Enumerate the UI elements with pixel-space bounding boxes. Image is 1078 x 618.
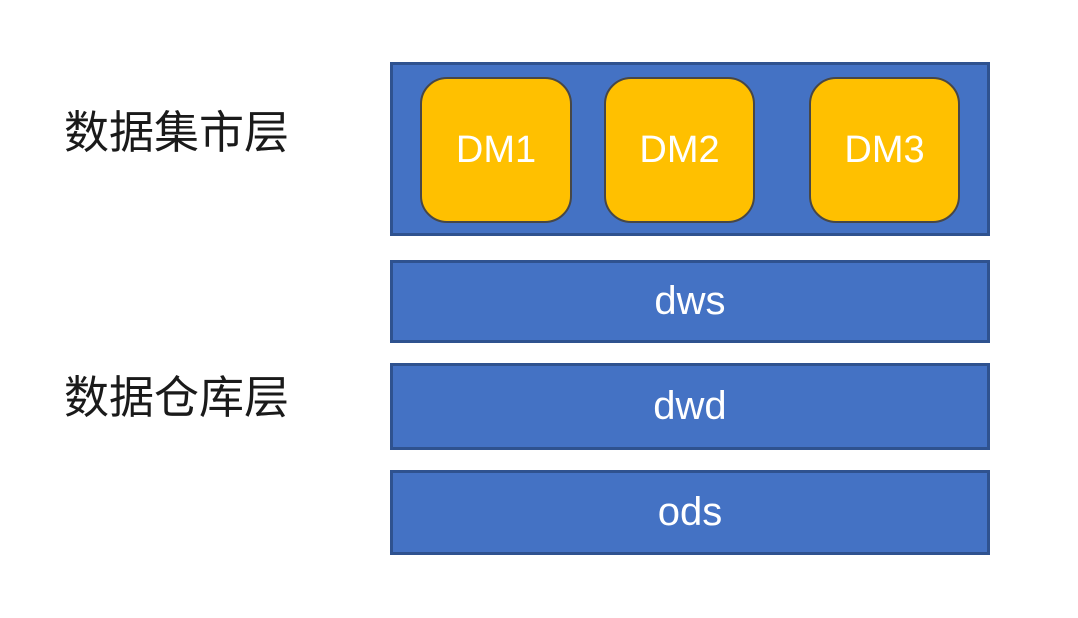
dws-layer-bar: dws [390, 260, 990, 343]
dm3-box: DM3 [809, 77, 960, 223]
dm2-box: DM2 [604, 77, 755, 223]
data-mart-layer-label: 数据集市层 [64, 107, 290, 158]
ods-layer-bar: ods [390, 470, 990, 555]
data-mart-band: DM1 DM2 DM3 [390, 62, 990, 236]
dm1-box: DM1 [420, 77, 572, 223]
data-warehouse-layer-label: 数据仓库层 [64, 372, 290, 423]
dwd-layer-bar: dwd [390, 363, 990, 450]
